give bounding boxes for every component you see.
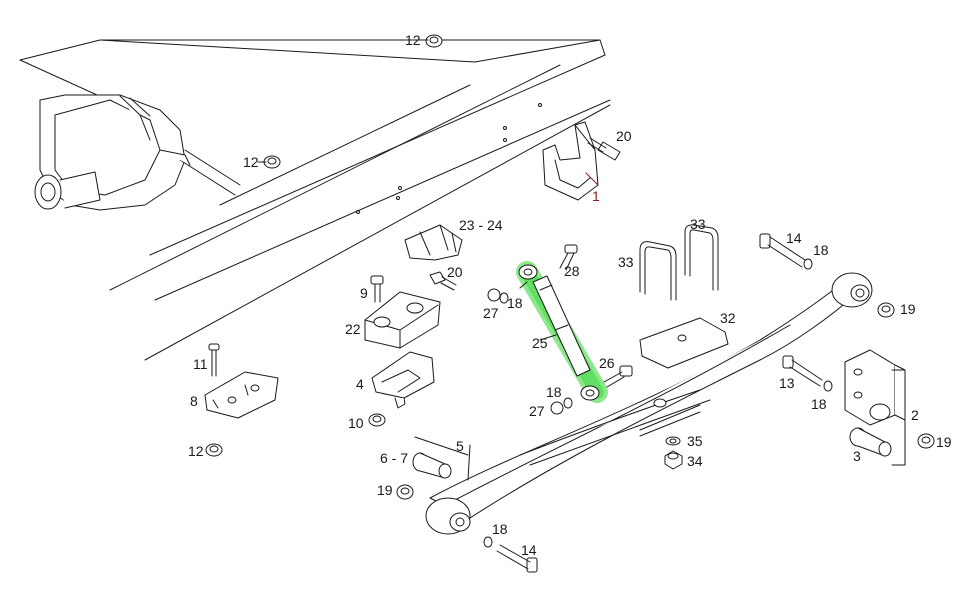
bolt-20-lower	[429, 271, 457, 291]
callout-12-middle: 12	[243, 154, 259, 170]
callout-19-rear-lower: 19	[936, 434, 952, 450]
callout-14-lower: 14	[521, 542, 537, 558]
pin-3	[849, 427, 892, 457]
u-bolt-33-right	[684, 224, 719, 291]
bump-stop-22	[364, 291, 441, 349]
spacer-plate-4	[371, 351, 435, 409]
shackle-bracket-2	[844, 349, 906, 426]
nut-12-top	[425, 34, 443, 48]
callout-32: 32	[720, 310, 736, 326]
callout-25: 25	[532, 335, 548, 351]
nut-19-front	[396, 484, 414, 500]
bracket-23-24	[404, 224, 463, 261]
bracket-1	[542, 121, 599, 201]
washer-35	[665, 436, 681, 446]
callout-33-upper: 33	[690, 216, 706, 232]
callout-35: 35	[687, 433, 703, 449]
washer-18-shackle	[823, 380, 833, 392]
callout-27-lower: 27	[529, 403, 545, 419]
bolt-9	[370, 275, 384, 303]
callout-12-top: 12	[405, 32, 421, 48]
callout-18-shackle: 18	[811, 396, 827, 412]
bolt-13	[782, 355, 823, 387]
callout-20-lower: 20	[447, 264, 463, 280]
bolt-20-upper	[587, 137, 621, 161]
callout-20-upper: 20	[616, 128, 632, 144]
washer-18-spring-upper	[803, 258, 813, 270]
nut-19-rear-upper	[877, 302, 895, 318]
callout-10: 10	[348, 415, 364, 431]
callout-34: 34	[687, 453, 703, 469]
callout-19-rear-upper: 19	[900, 301, 916, 317]
callout-18-lower: 18	[546, 384, 562, 400]
callout-11: 11	[193, 356, 208, 372]
callout-12-lower: 12	[188, 443, 204, 459]
nut-12-lower	[205, 443, 223, 457]
mounting-plate-8	[204, 371, 279, 419]
clamp-plate-32	[639, 317, 729, 369]
callout-3: 3	[853, 448, 861, 464]
nut-34	[664, 450, 683, 470]
callout-8: 8	[190, 393, 198, 409]
callout-9: 9	[360, 285, 368, 301]
callout-27-upper: 27	[483, 305, 499, 321]
bolt-28	[559, 244, 578, 271]
callout-28: 28	[564, 263, 580, 279]
chassis-frame	[19, 39, 611, 361]
washer-18-upper	[499, 292, 509, 304]
callout-18-upper: 18	[507, 295, 523, 311]
washer-18-lower	[563, 397, 573, 409]
callout-13: 13	[779, 375, 795, 391]
shock-absorber-25	[516, 261, 608, 403]
nut-27-upper	[487, 288, 501, 302]
callout-18-spring-lower: 18	[492, 521, 508, 537]
leader-lines	[257, 39, 906, 481]
callout-14-upper: 14	[786, 230, 802, 246]
nut-27-lower	[550, 401, 564, 415]
callout-26: 26	[599, 355, 615, 371]
callout-6-7: 6 - 7	[380, 450, 409, 466]
pin-6-7	[412, 452, 452, 479]
nut-10	[368, 413, 386, 427]
callout-2: 2	[911, 407, 919, 423]
nut-12-middle	[263, 155, 281, 169]
callout-4: 4	[356, 376, 364, 392]
callout-23-24: 23 - 24	[459, 217, 503, 233]
differential-housing	[34, 94, 241, 211]
callout-5: 5	[456, 438, 464, 454]
callout-33-lower: 33	[618, 254, 634, 270]
callout-18-spring-upper: 18	[813, 242, 829, 258]
bolt-14-upper	[759, 233, 806, 268]
u-bolt-33-left	[639, 241, 677, 301]
leaf-spring-5	[425, 272, 873, 535]
callout-19-front: 19	[377, 482, 393, 498]
callout-1: 1	[592, 188, 600, 204]
bolt-26	[603, 365, 633, 388]
washer-18-spring-lower	[483, 536, 493, 548]
nut-19-rear-lower	[917, 433, 935, 449]
bolt-14-lower	[496, 544, 538, 573]
bolt-11	[208, 343, 220, 377]
callout-22: 22	[345, 321, 361, 337]
